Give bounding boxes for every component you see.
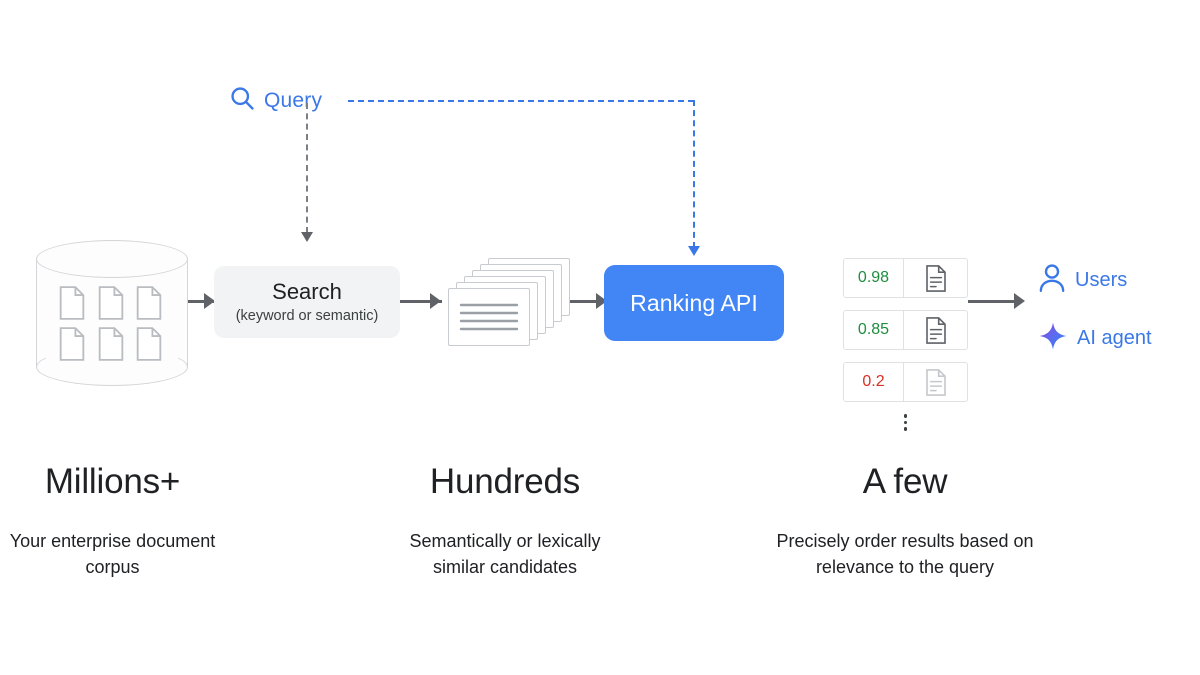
query-label: Query xyxy=(264,88,323,112)
document-icon xyxy=(59,327,85,361)
document-icon xyxy=(137,327,162,361)
column-caption: Your enterprise document corpus xyxy=(9,531,216,578)
document-icon xyxy=(59,286,85,320)
query-node: Query xyxy=(228,84,322,117)
arrowhead-results-to-consumers xyxy=(1014,293,1025,309)
document-corpus-database-icon xyxy=(36,240,188,386)
search-magnifier-icon xyxy=(228,84,256,117)
query-to-search-arrowhead xyxy=(301,232,313,242)
query-to-ranking-dashed-horizontal xyxy=(348,100,694,102)
column-candidates: Hundreds Semantically or lexically simil… xyxy=(385,462,625,580)
arrowhead-corpus-to-search xyxy=(204,293,215,309)
document-icon-faded xyxy=(904,363,967,401)
column-heading: A few xyxy=(862,462,948,501)
result-score: 0.2 xyxy=(844,363,904,401)
search-subtitle: (keyword or semantic) xyxy=(235,307,379,324)
document-icon xyxy=(98,286,123,320)
query-to-ranking-arrowhead xyxy=(688,246,700,256)
consumer-ai-agent[interactable]: AI agent xyxy=(1038,316,1152,360)
column-corpus: Millions+ Your enterprise document corpu… xyxy=(0,462,225,580)
ranked-results-list: 0.98 0.85 0.2 xyxy=(843,258,968,431)
corpus-document-grid xyxy=(58,286,166,361)
document-icon xyxy=(904,259,967,297)
result-score: 0.85 xyxy=(844,311,904,349)
document-icon xyxy=(137,286,162,320)
arrowhead-search-to-candidates xyxy=(430,293,441,309)
connector-corpus-to-search xyxy=(176,300,216,303)
ranking-api-label: Ranking API xyxy=(630,289,758,316)
connector-search-to-candidates xyxy=(400,300,442,303)
column-heading: Hundreds xyxy=(429,462,581,501)
connector-results-to-consumers xyxy=(968,300,1018,303)
consumer-label: AI agent xyxy=(1077,326,1152,349)
cylinder-top xyxy=(36,240,188,278)
search-stage-box[interactable]: Search (keyword or semantic) xyxy=(214,266,400,338)
sparkle-icon xyxy=(1038,321,1068,356)
connector-candidates-to-ranking xyxy=(570,300,605,303)
consumer-label: Users xyxy=(1075,268,1128,291)
result-score: 0.98 xyxy=(844,259,904,297)
ranking-api-box[interactable]: Ranking API xyxy=(604,265,784,341)
person-icon xyxy=(1038,263,1066,298)
result-row[interactable]: 0.85 xyxy=(843,310,968,350)
query-to-search-dashed-line xyxy=(306,103,308,233)
consumer-users[interactable]: Users xyxy=(1038,258,1152,302)
result-row[interactable]: 0.2 xyxy=(843,362,968,402)
query-to-ranking-dashed-vertical xyxy=(693,100,695,248)
search-title: Search xyxy=(272,279,342,305)
arrowhead-candidates-to-ranking xyxy=(596,293,607,309)
text-lines-icon xyxy=(459,303,519,331)
consumers-group: Users AI agent xyxy=(1038,258,1152,360)
column-caption: Semantically or lexically similar candid… xyxy=(409,531,601,578)
result-row[interactable]: 0.98 xyxy=(843,258,968,298)
column-heading: Millions+ xyxy=(44,462,181,501)
document-icon xyxy=(98,327,123,361)
stack-sheet-front xyxy=(448,288,530,346)
column-caption: Precisely order results based on relevan… xyxy=(776,531,1034,578)
candidate-documents-stack-icon xyxy=(448,258,570,350)
vertical-ellipsis-icon xyxy=(843,414,968,431)
document-icon xyxy=(904,311,967,349)
column-results: A few Precisely order results based on r… xyxy=(760,462,1050,580)
